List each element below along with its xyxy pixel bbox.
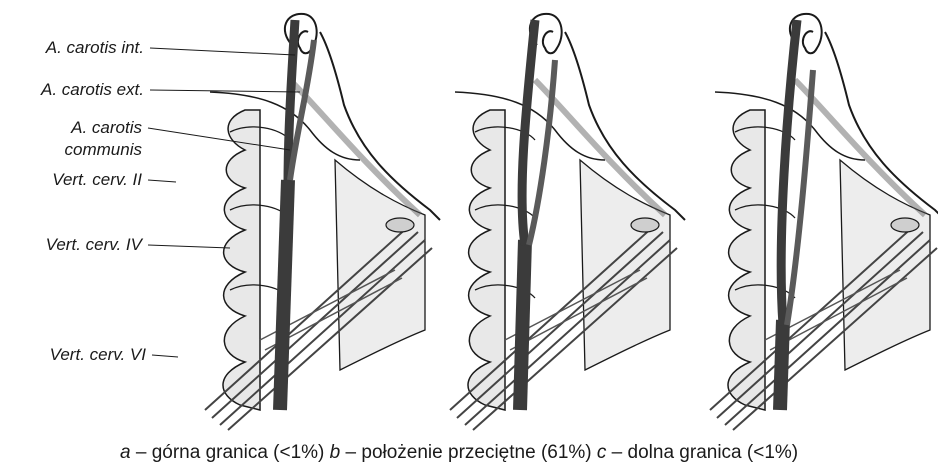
label-carotis-communis-line2: communis	[65, 140, 142, 159]
panel-b	[450, 14, 685, 430]
label-vert-cerv-ii: Vert. cerv. II	[52, 170, 142, 189]
label-carotis-int: A. carotis int.	[46, 38, 144, 57]
figure-caption: a – górna granica (<1%) b – położenie pr…	[120, 442, 798, 464]
label-carotis-communis-line1: A. carotis	[71, 118, 142, 137]
caption-text-b: – położenie przeciętne (61%)	[340, 442, 597, 463]
caption-text-c: – dolna granica (<1%)	[606, 442, 798, 463]
panel-a	[205, 14, 440, 430]
caption-letter-c: c	[597, 442, 607, 463]
caption-letter-b: b	[330, 442, 341, 463]
carotis-int-b	[522, 20, 535, 245]
label-vert-cerv-iv: Vert. cerv. IV	[46, 235, 142, 254]
caption-letter-a: a	[120, 442, 131, 463]
panel-c	[710, 14, 938, 430]
carotis-communis-c	[780, 320, 783, 410]
carotis-communis-b	[520, 240, 525, 410]
label-carotis-ext: A. carotis ext.	[41, 80, 144, 99]
label-vert-cerv-vi: Vert. cerv. VI	[50, 345, 146, 364]
carotis-communis-a	[280, 180, 288, 410]
caption-text-a: – górna granica (<1%)	[131, 442, 330, 463]
